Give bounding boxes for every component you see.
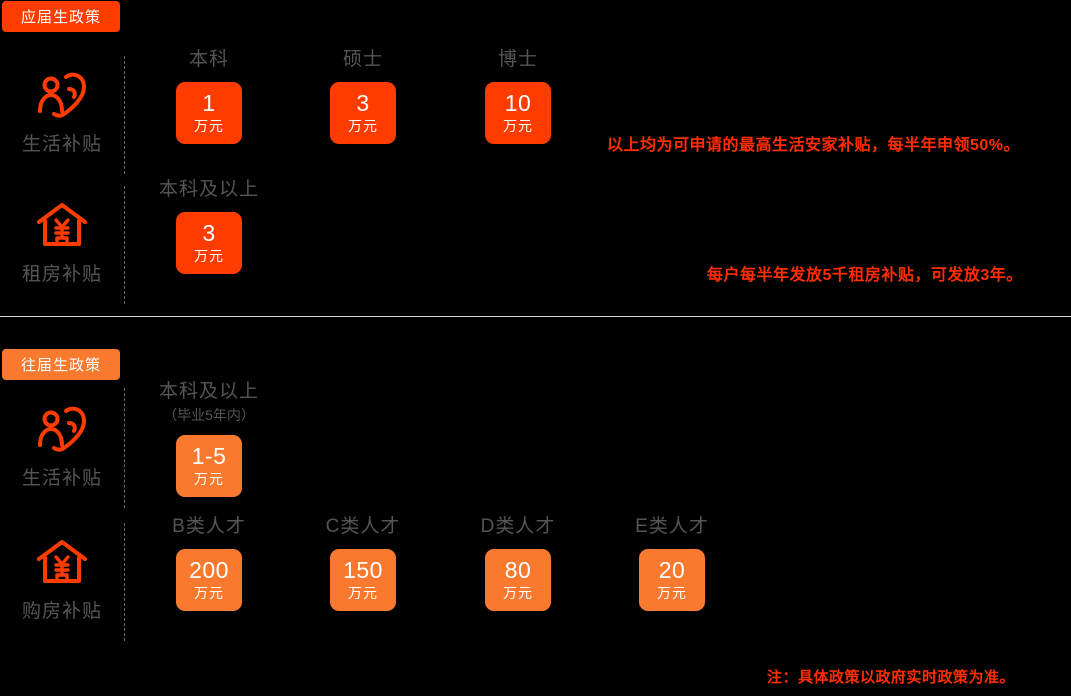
category-label: 租房补贴 — [21, 263, 102, 285]
amount-unit: 万元 — [194, 118, 224, 134]
column-divider — [124, 186, 125, 304]
item-title: 本科 — [188, 49, 229, 70]
section-badge-previous-graduate: 往届生政策 — [2, 349, 120, 380]
amount-unit: 万元 — [194, 585, 224, 601]
category-label: 生活补贴 — [21, 133, 102, 155]
item-title: E类人才 — [635, 516, 709, 537]
amount-value: 1-5 — [191, 443, 227, 469]
column-divider — [124, 523, 125, 641]
item-talent-b: B类人才 200 万元 — [132, 515, 286, 611]
row-home-purchase-subsidy: 购房补贴 B类人才 200 万元 C类人才 150 万元 D类人才 80 万元 … — [0, 515, 1071, 645]
category-living-subsidy-previous: 生活补贴 — [0, 380, 124, 515]
amount-unit: 万元 — [348, 118, 378, 134]
amount-value: 150 — [343, 557, 383, 583]
section-separator — [0, 316, 1071, 317]
amount-value: 20 — [658, 557, 686, 583]
amount-unit: 万元 — [503, 118, 533, 134]
item-talent-c: C类人才 150 万元 — [286, 515, 440, 611]
item-title: D类人才 — [480, 516, 556, 537]
item-doctor: 博士 10 万元 — [441, 48, 595, 144]
row-living-subsidy-previous: 生活补贴 本科及以上 （毕业5年内） 1-5 万元 — [0, 380, 1071, 515]
amount-unit: 万元 — [194, 248, 224, 264]
amount-card: 150 万元 — [330, 549, 396, 611]
item-bachelor: 本科 1 万元 — [132, 48, 286, 144]
house-yuan-icon — [37, 202, 87, 246]
item-subtitle: （毕业5年内） — [163, 407, 255, 423]
row-living-subsidy-fresh: 生活补贴 本科 1 万元 硕士 3 万元 博士 10 万元 — [0, 48, 1071, 178]
amount-card: 3 万元 — [176, 212, 242, 274]
amount-value: 1 — [202, 90, 216, 116]
item-bachelor-and-above-within5y: 本科及以上 （毕业5年内） 1-5 万元 — [132, 380, 286, 497]
footer-note: 注：具体政策以政府实时政策为准。 — [767, 669, 1016, 686]
item-talent-d: D类人才 80 万元 — [441, 515, 595, 611]
house-yuan-icon — [37, 539, 87, 583]
note-rent-subsidy: 每户每半年发放5千租房补贴，可发放3年。 — [707, 267, 1023, 284]
amount-value: 10 — [504, 90, 532, 116]
amount-card: 20 万元 — [639, 549, 705, 611]
category-home-purchase-subsidy: 购房补贴 — [0, 515, 124, 645]
item-talent-e: E类人才 20 万元 — [595, 515, 749, 611]
amount-card: 3 万元 — [330, 82, 396, 144]
amount-card: 80 万元 — [485, 549, 551, 611]
category-label: 生活补贴 — [21, 468, 102, 489]
amount-card: 10 万元 — [485, 82, 551, 144]
category-rent-subsidy-fresh: 租房补贴 — [0, 178, 124, 308]
amount-unit: 万元 — [657, 585, 687, 601]
amount-value: 3 — [202, 220, 216, 246]
amount-value: 200 — [189, 557, 229, 583]
item-title: 本科及以上 — [158, 179, 259, 200]
amount-card: 1-5 万元 — [176, 435, 242, 497]
item-title: C类人才 — [325, 516, 401, 537]
item-master: 硕士 3 万元 — [286, 48, 440, 144]
amount-value: 3 — [356, 90, 370, 116]
amount-unit: 万元 — [194, 471, 224, 487]
person-heart-icon — [38, 406, 87, 452]
column-divider — [124, 56, 125, 174]
amount-card: 200 万元 — [176, 549, 242, 611]
category-label: 购房补贴 — [21, 600, 102, 622]
item-bachelor-and-above: 本科及以上 3 万元 — [132, 178, 286, 274]
row-rent-subsidy-fresh: 租房补贴 本科及以上 3 万元 — [0, 178, 1071, 308]
amount-card: 1 万元 — [176, 82, 242, 144]
column-divider — [124, 388, 125, 508]
amount-unit: 万元 — [348, 585, 378, 601]
section-badge-fresh-graduate: 应届生政策 — [2, 1, 120, 32]
note-living-subsidy: 以上均为可申请的最高生活安家补贴，每半年申领50%。 — [607, 137, 1021, 154]
item-title: 博士 — [497, 49, 538, 70]
item-title: 本科及以上 — [158, 381, 259, 402]
item-title: B类人才 — [172, 516, 246, 537]
category-living-subsidy-fresh: 生活补贴 — [0, 48, 124, 178]
amount-unit: 万元 — [503, 585, 533, 601]
item-title: 硕士 — [342, 49, 383, 70]
person-heart-icon — [38, 72, 87, 118]
amount-value: 80 — [504, 557, 532, 583]
